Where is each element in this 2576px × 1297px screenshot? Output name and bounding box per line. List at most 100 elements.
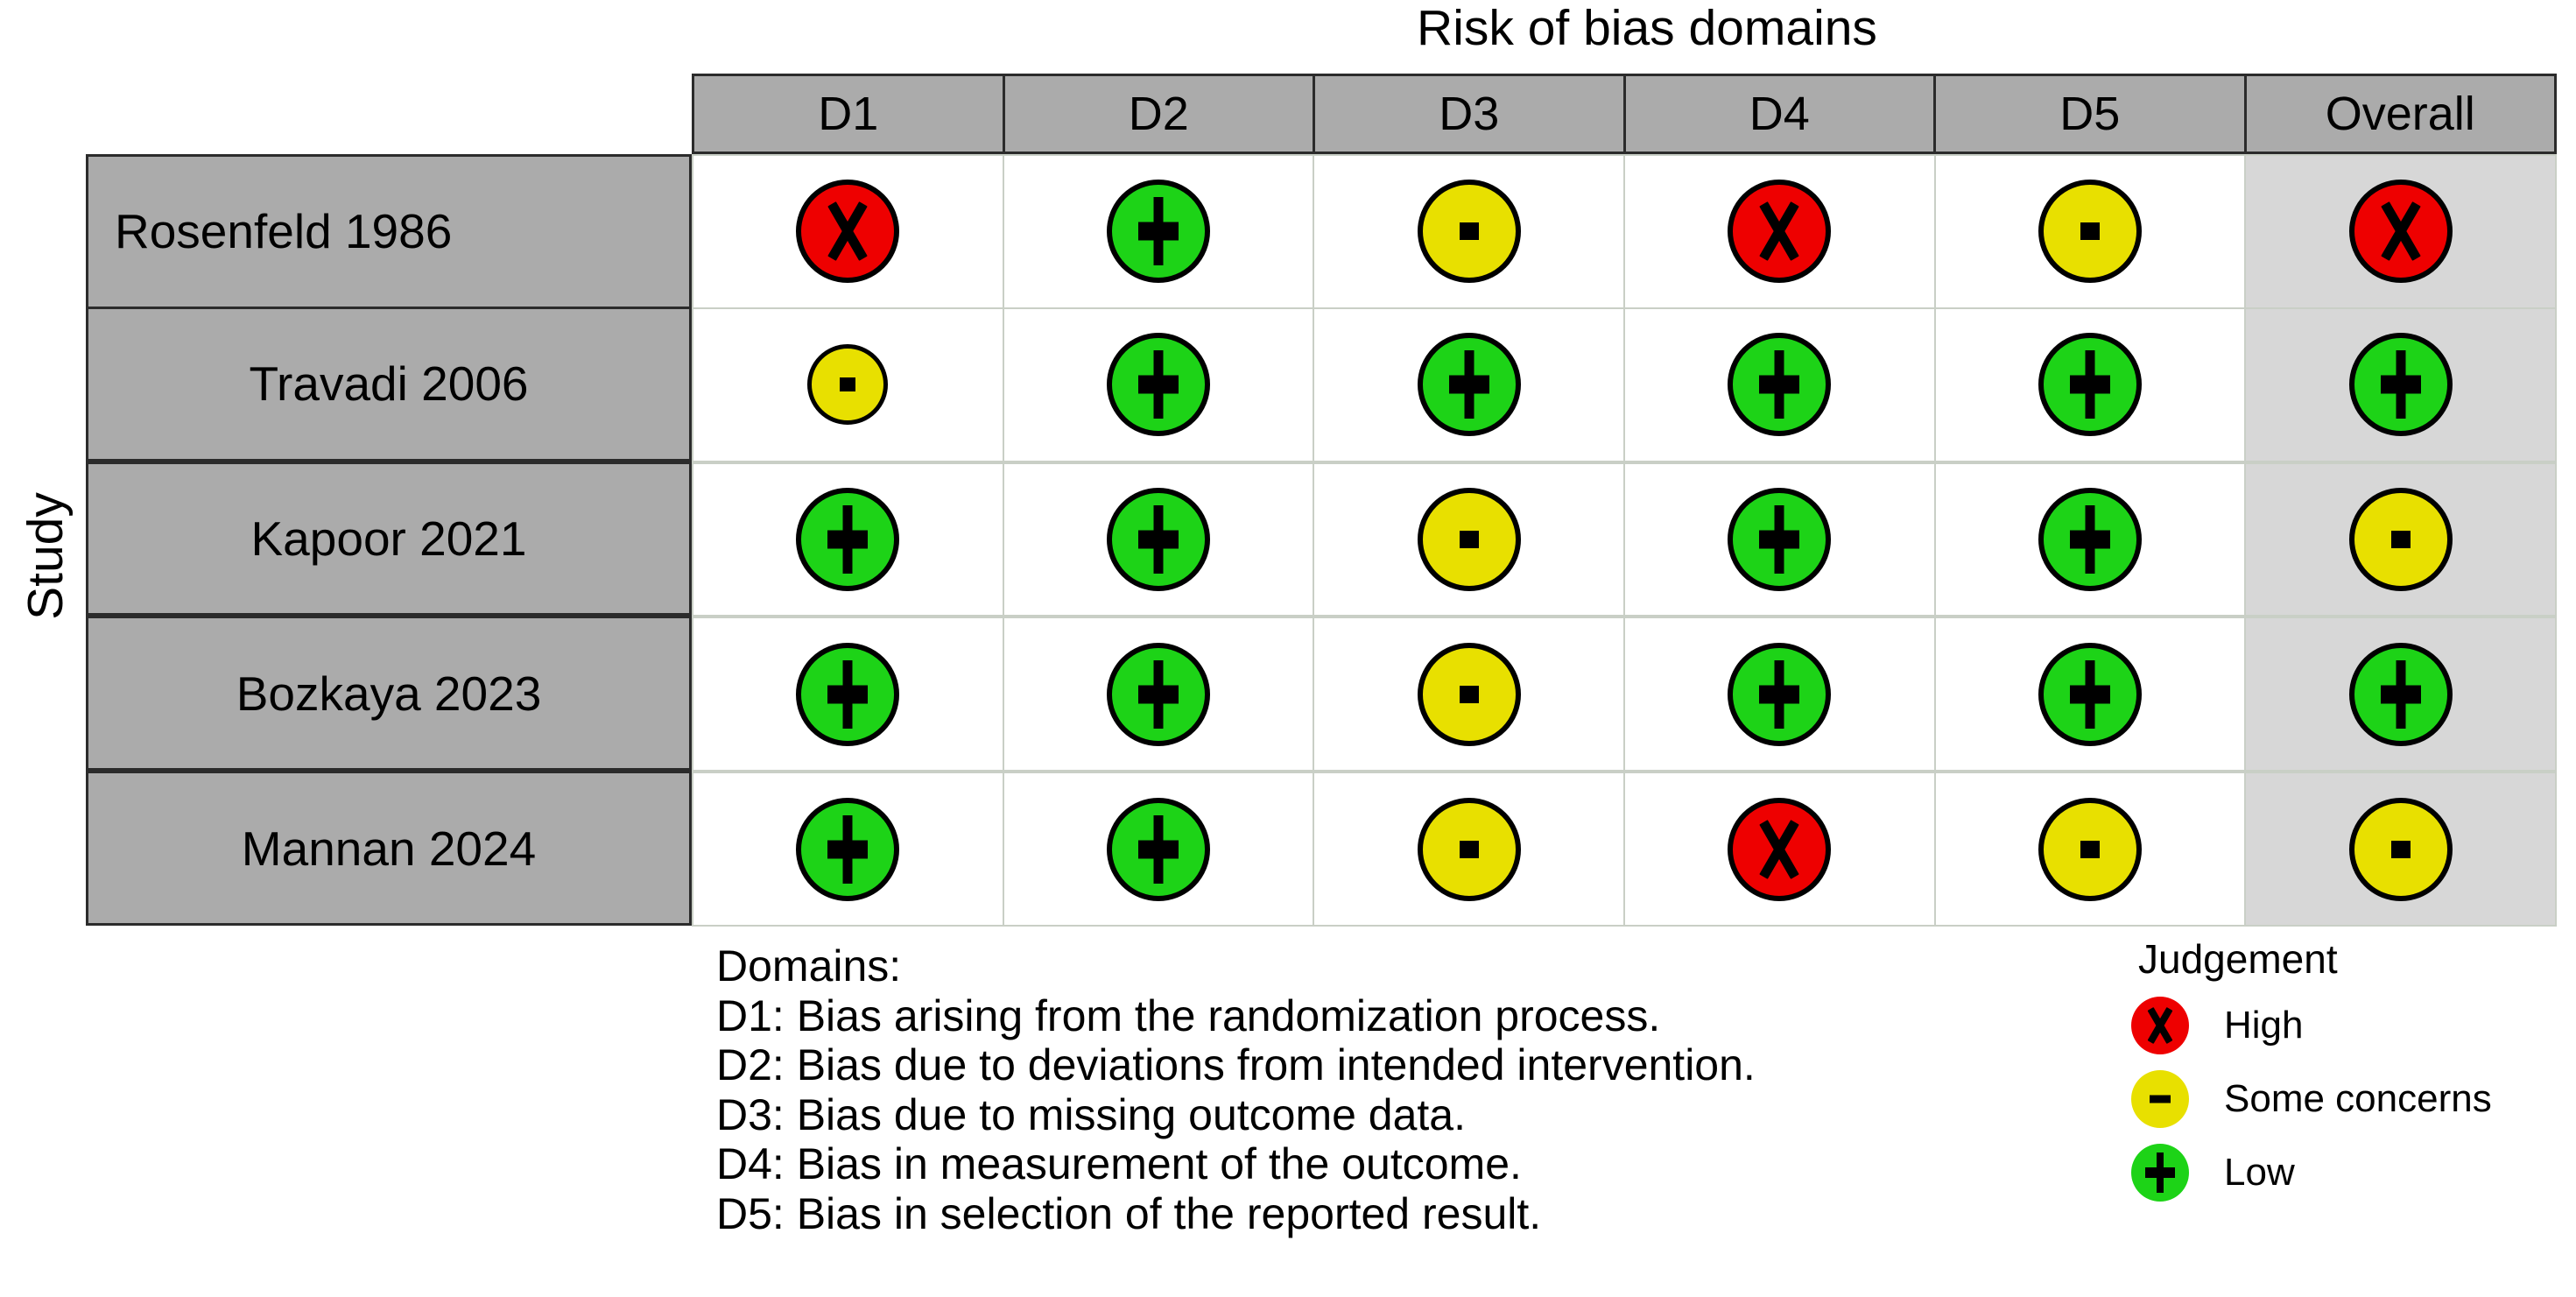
judgement-cell-overall[interactable]: [2244, 462, 2558, 617]
judgement-cell-overall[interactable]: [2244, 307, 2558, 462]
legend-item-high: High: [2110, 997, 2576, 1054]
judgement-low-icon: [1107, 797, 1210, 901]
judgement-some-icon: [2038, 180, 2143, 284]
judgement-cell-overall[interactable]: [2244, 154, 2558, 309]
legend-item-some: Some concerns: [2110, 1070, 2576, 1128]
column-header-d5: D5: [1933, 74, 2247, 154]
study-label: Bozkaya 2023: [86, 616, 692, 772]
judgement-cell-d5[interactable]: [1933, 462, 2247, 617]
legend-low-icon: [2131, 1144, 2189, 1202]
table-row: Bozkaya 2023: [86, 616, 2558, 773]
judgement-low-icon: [2038, 642, 2143, 746]
judgement-low-icon: [796, 642, 900, 746]
column-header-d1: D1: [692, 74, 1005, 154]
judgement-cell-d5[interactable]: [1933, 617, 2247, 772]
judgement-low-icon: [2348, 642, 2453, 746]
legend-label: High: [2224, 1004, 2304, 1047]
column-header-d3: D3: [1313, 74, 1626, 154]
judgement-cell-d3[interactable]: [1313, 154, 1626, 309]
judgement-some-icon: [2348, 487, 2453, 591]
judgement-cell-d4[interactable]: [1623, 772, 1936, 927]
domain-description-d4: D4: Bias in measurement of the outcome.: [716, 1139, 1522, 1188]
judgement-cell-overall[interactable]: [2244, 772, 2558, 927]
judgement-cell-d1[interactable]: [692, 154, 1004, 309]
judgement-cell-d3[interactable]: [1313, 617, 1626, 772]
judgement-low-icon: [1728, 333, 1832, 437]
judgement-high-icon: [796, 180, 900, 284]
study-label: Travadi 2006: [86, 306, 692, 462]
judgement-cells: [692, 772, 2558, 928]
judgement-low-icon: [1107, 333, 1210, 437]
judgement-low-icon: [1728, 487, 1832, 591]
judgement-cell-d3[interactable]: [1313, 772, 1626, 927]
legend-item-low: Low: [2110, 1144, 2576, 1202]
legend-title: Judgement: [2138, 936, 2338, 982]
judgement-low-icon: [2038, 333, 2143, 437]
judgement-cells: [692, 307, 2558, 464]
judgement-cell-overall[interactable]: [2244, 617, 2558, 772]
judgement-some-icon: [1417, 797, 1521, 901]
legend-some-icon: [2131, 1070, 2189, 1128]
judgement-cell-d1[interactable]: [692, 307, 1004, 462]
judgement-high-icon: [1728, 797, 1832, 901]
judgement-some-icon: [1417, 487, 1521, 591]
judgement-some-icon: [2348, 797, 2453, 901]
study-label: Mannan 2024: [86, 771, 692, 926]
domain-description-d1: D1: Bias arising from the randomization …: [716, 990, 1661, 1040]
page-title: Risk of bias domains: [1417, 0, 1877, 56]
judgement-some-icon: [2038, 797, 2143, 901]
column-header-d4: D4: [1622, 74, 1936, 154]
judgement-low-icon: [1728, 642, 1832, 746]
column-header-overall: Overall: [2243, 74, 2557, 154]
judgement-cell-d4[interactable]: [1623, 154, 1936, 309]
judgement-cell-d1[interactable]: [692, 772, 1004, 927]
judgement-low-icon: [2348, 333, 2453, 437]
judgement-low-icon: [1417, 333, 1521, 437]
judgement-cell-d3[interactable]: [1313, 462, 1626, 617]
judgement-low-icon: [796, 487, 900, 591]
judgement-cells: [692, 462, 2558, 619]
table-row: Rosenfeld 1986: [86, 154, 2558, 309]
study-label: Rosenfeld 1986: [86, 154, 692, 309]
judgement-cells: [692, 617, 2558, 773]
judgement-high-icon: [1728, 180, 1832, 284]
judgement-cell-d1[interactable]: [692, 617, 1004, 772]
judgement-cell-d4[interactable]: [1623, 617, 1936, 772]
judgement-cell-d4[interactable]: [1623, 307, 1936, 462]
judgement-low-icon: [1107, 642, 1210, 746]
domain-description-d2: D2: Bias due to deviations from intended…: [716, 1040, 1756, 1089]
judgement-cell-d1[interactable]: [692, 462, 1004, 617]
judgement-low-icon: [1107, 180, 1210, 284]
judgement-some-icon: [807, 344, 889, 426]
table-row: Kapoor 2021: [86, 461, 2558, 619]
judgement-cells: [692, 154, 2558, 309]
legend-high-icon: [2131, 997, 2189, 1054]
judgement-cell-d2[interactable]: [1002, 772, 1315, 927]
domain-description-d3: D3: Bias due to missing outcome data.: [716, 1089, 1467, 1139]
judgement-cell-d5[interactable]: [1933, 154, 2247, 309]
domain-description-d5: D5: Bias in selection of the reported re…: [716, 1188, 1542, 1238]
domains-legend: Domains:D1: Bias arising from the random…: [716, 941, 2030, 1238]
judgement-cell-d3[interactable]: [1313, 307, 1626, 462]
judgement-cell-d5[interactable]: [1933, 307, 2247, 462]
judgement-cell-d2[interactable]: [1002, 617, 1315, 772]
y-axis-label: Study: [18, 492, 74, 620]
judgement-some-icon: [1417, 642, 1521, 746]
judgement-some-icon: [1417, 180, 1521, 284]
judgement-cell-d2[interactable]: [1002, 462, 1315, 617]
judgement-cell-d2[interactable]: [1002, 307, 1315, 462]
judgement-cell-d5[interactable]: [1933, 772, 2247, 927]
study-label: Kapoor 2021: [86, 461, 692, 617]
table-row: Travadi 2006: [86, 306, 2558, 464]
judgement-low-icon: [1107, 487, 1210, 591]
judgement-high-icon: [2348, 180, 2453, 284]
legend-label: Low: [2224, 1151, 2295, 1194]
judgement-cell-d2[interactable]: [1002, 154, 1315, 309]
judgement-cell-d4[interactable]: [1623, 462, 1936, 617]
judgement-low-icon: [2038, 487, 2143, 591]
legend-label: Some concerns: [2224, 1077, 2492, 1120]
